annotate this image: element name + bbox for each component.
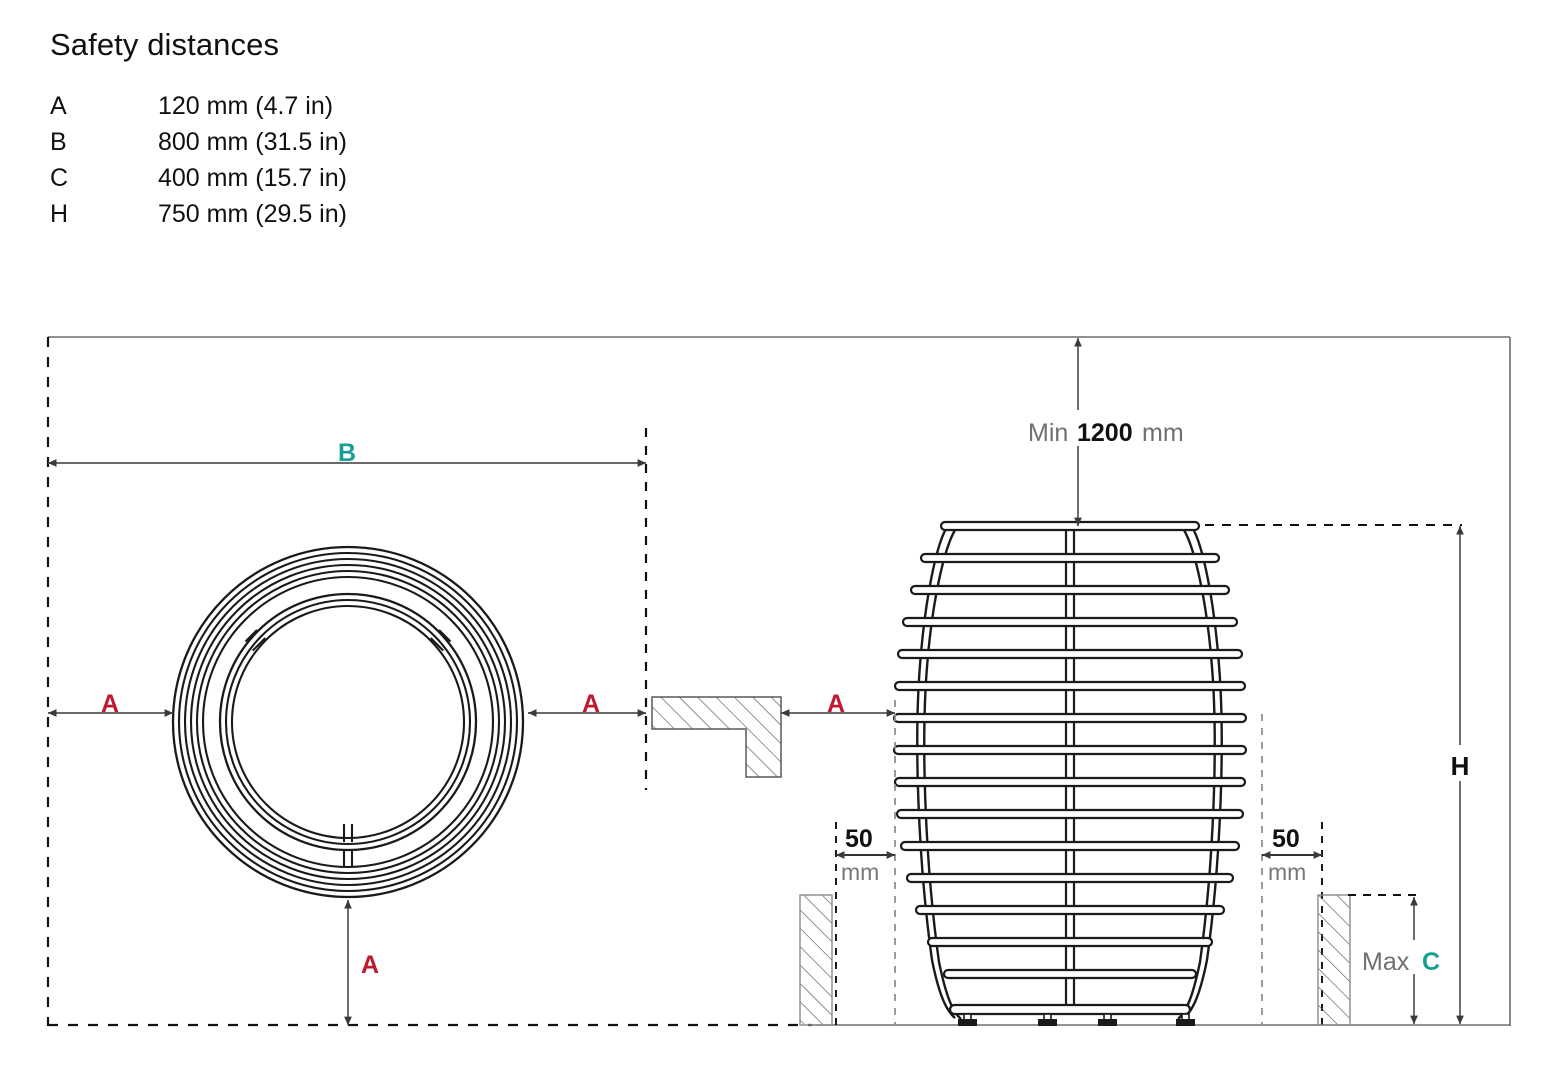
heater-top-view — [171, 545, 525, 899]
dimension-h-label: H — [1451, 751, 1470, 781]
legend-key: H — [50, 200, 69, 229]
wall-section-hatched — [651, 696, 782, 778]
legend-key: C — [50, 164, 69, 193]
bench-block-left — [799, 894, 833, 1026]
legend-row: B 800 mm (31.5 in) — [50, 124, 347, 160]
heater-side-view — [892, 520, 1248, 1026]
max-c-label: C — [1422, 948, 1440, 976]
min-ceiling-prefix: Min — [1028, 419, 1068, 447]
dimension-a-right: A — [780, 690, 896, 718]
legend-value: 400 mm (15.7 in) — [158, 164, 347, 193]
dimension-a-bottom-label: A — [361, 951, 379, 979]
legend-row: A 120 mm (4.7 in) — [50, 88, 347, 124]
dimension-a-mid-label: A — [582, 690, 600, 718]
legend-key: B — [50, 128, 67, 157]
heading-block: Safety distances A 120 mm (4.7 in) B 800… — [50, 27, 650, 232]
legend-row: C 400 mm (15.7 in) — [50, 160, 347, 196]
barrel-slats — [892, 520, 1248, 1016]
legend-value: 800 mm (31.5 in) — [158, 128, 347, 157]
min-ceiling-value: 1200 — [1077, 419, 1133, 447]
legend-value: 750 mm (29.5 in) — [158, 200, 347, 229]
dimension-b-label: B — [338, 439, 356, 467]
gap-left-unit: mm — [841, 859, 879, 885]
legend-row: H 750 mm (29.5 in) — [50, 196, 347, 232]
gap-left-value: 50 — [845, 825, 873, 853]
legend-value: 120 mm (4.7 in) — [158, 92, 334, 121]
gap-right-unit: mm — [1268, 859, 1306, 885]
page-title: Safety distances — [50, 27, 280, 62]
dimension-a-mid: A — [527, 690, 647, 718]
dimension-a-left: A — [47, 690, 174, 718]
min-ceiling-unit: mm — [1142, 419, 1184, 447]
dimension-a-bottom: A — [344, 899, 379, 1026]
dimension-gap-right: 50 mm — [1261, 825, 1323, 885]
bench-block-right — [1317, 894, 1351, 1026]
dimension-a-right-label: A — [827, 690, 845, 718]
room-boundary — [46, 336, 1511, 1027]
legend-table: A 120 mm (4.7 in) B 800 mm (31.5 in) C 4… — [50, 88, 347, 232]
dimension-gap-left: 50 mm — [835, 825, 896, 885]
dimension-max-c: Max C — [1348, 893, 1452, 1025]
barrel-feet — [958, 1013, 1195, 1026]
dimension-b: B — [47, 439, 647, 467]
gap-right-value: 50 — [1272, 825, 1300, 853]
dimension-h: H — [1205, 523, 1482, 1025]
max-prefix: Max — [1362, 948, 1410, 976]
legend-key: A — [50, 92, 67, 121]
dimension-ceiling-clearance: Min 1200 mm — [1016, 337, 1192, 527]
dimension-a-left-label: A — [101, 690, 119, 718]
